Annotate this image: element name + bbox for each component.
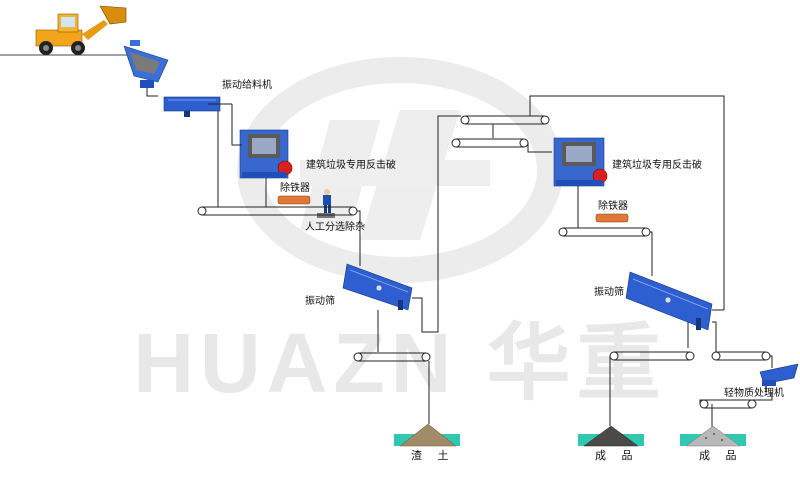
iron-remover-1-icon bbox=[277, 195, 311, 205]
vibrating-feeder-icon bbox=[163, 96, 221, 117]
pile-product-1-icon bbox=[578, 425, 644, 447]
impact-crusher-2-icon bbox=[553, 137, 608, 187]
belt-conveyor-2 bbox=[558, 227, 651, 237]
label-vibrating-feeder: 振动给料机 bbox=[222, 80, 272, 91]
belt-conveyor-4 bbox=[460, 115, 550, 125]
pile-product-2-icon bbox=[680, 425, 746, 447]
label-pile-product-2: 成 品 bbox=[699, 449, 743, 462]
belt-conveyor-1 bbox=[197, 206, 358, 216]
watermark-logo bbox=[237, 57, 563, 283]
impact-crusher-1-icon bbox=[239, 129, 293, 179]
belt-conveyor-3 bbox=[353, 352, 431, 362]
vibrating-screen-2-icon bbox=[625, 271, 713, 331]
belt-conveyor-6 bbox=[609, 351, 695, 361]
label-crusher-2: 建筑垃圾专用反击破 bbox=[612, 160, 702, 171]
wheel-loader-icon bbox=[35, 5, 127, 55]
label-vibrating-screen-2: 振动筛 bbox=[594, 287, 624, 298]
label-light-material-processor: 轻物质处理机 bbox=[724, 388, 784, 399]
label-vibrating-screen-1: 振动筛 bbox=[305, 296, 335, 307]
label-iron-remover-2: 除铁器 bbox=[598, 201, 628, 212]
label-crusher-1: 建筑垃圾专用反击破 bbox=[306, 160, 396, 171]
belt-conveyor-5 bbox=[451, 138, 529, 148]
watermark-text: HUAZN 华重 bbox=[133, 316, 666, 410]
pile-residue-icon bbox=[394, 423, 460, 447]
label-iron-remover-1: 除铁器 bbox=[280, 183, 310, 194]
feed-hopper-icon bbox=[123, 40, 169, 88]
label-pile-product-1: 成 品 bbox=[595, 449, 639, 462]
label-manual-sorting: 人工分选除杂 bbox=[305, 222, 365, 233]
belt-conveyor-7 bbox=[711, 351, 771, 361]
vibrating-screen-1-icon bbox=[342, 263, 413, 311]
iron-remover-2-icon bbox=[595, 213, 629, 223]
light-material-processor-icon bbox=[759, 363, 799, 392]
label-pile-residue: 渣 土 bbox=[411, 449, 455, 462]
